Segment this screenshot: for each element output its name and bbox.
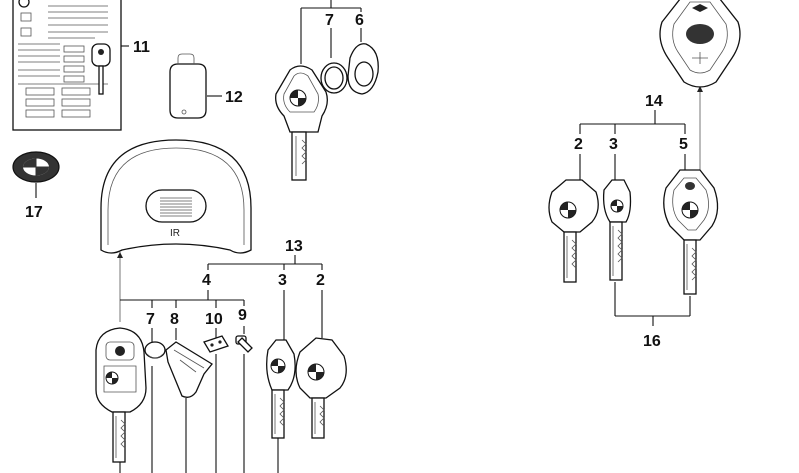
key-blank-3-right [602,179,632,281]
remote-key-bottom-left [95,327,147,463]
callout-label: 3 [278,272,287,289]
key-blank-2-bottom [295,337,347,439]
callout-label: 9 [238,307,247,324]
callout-label: 16 [643,333,661,350]
battery-disc [144,341,166,359]
remote-housing-ir: IR [100,139,252,254]
transponder-plate [203,335,229,353]
bmw-emblem [12,151,60,183]
callout-label: 4 [202,272,211,289]
remote-key-top-right [659,0,741,88]
callout-label: 7 [325,12,334,29]
callout-label: 10 [205,311,223,328]
key-blank-2-right [548,179,599,283]
callout-label: 13 [285,238,303,255]
callout-label: 17 [25,204,43,221]
key-fob-cover [169,53,207,119]
callout-label: 6 [355,12,364,29]
callout-label: 7 [146,311,155,328]
callout-label: 3 [609,136,618,153]
key-blank-3-bottom [266,339,296,439]
screw [235,335,253,353]
ir-window-label: IR [170,228,180,239]
key-clip [165,341,213,398]
key-top-middle [275,65,328,181]
callout-label: 8 [170,311,179,328]
remote-key-5-right [663,169,719,295]
owners-manual-booklet [12,0,122,131]
battery-cover [347,43,379,95]
battery-ring [320,62,348,94]
callout-label: 11 [133,39,150,56]
callout-label: 5 [679,136,688,153]
callout-label: 12 [225,89,243,106]
callout-label: 2 [316,272,325,289]
callout-label: 14 [645,93,663,110]
callout-label: 2 [574,136,583,153]
